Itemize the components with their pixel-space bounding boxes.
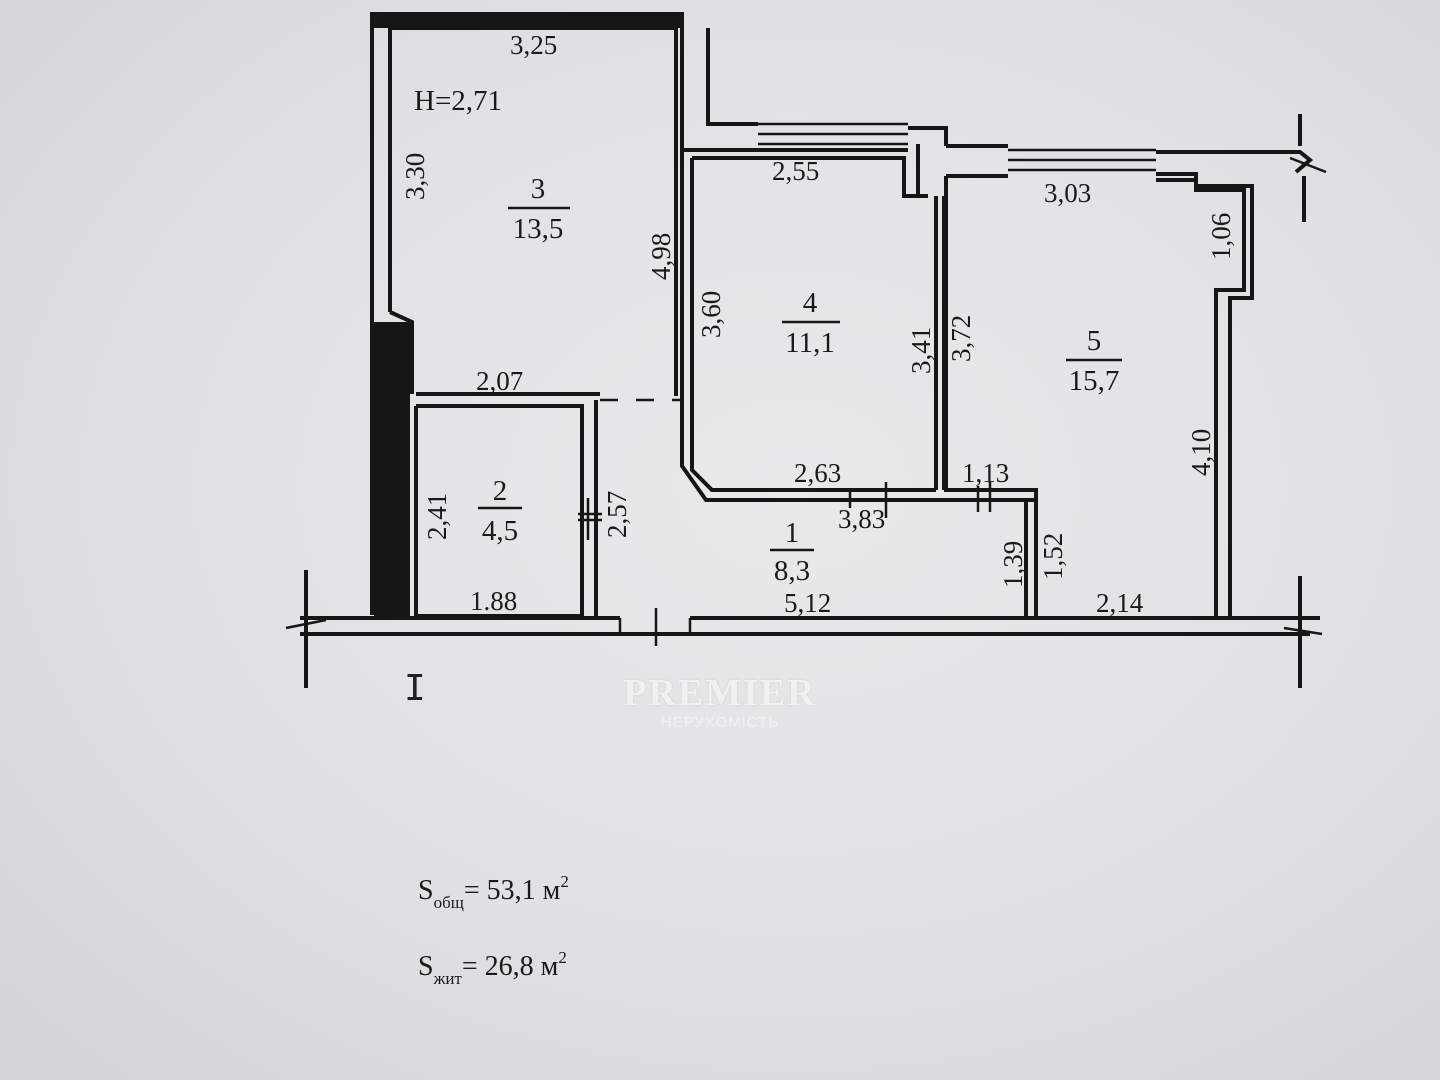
living-area-value: = 26,8 м xyxy=(461,951,559,982)
text-cursor-icon: I xyxy=(404,668,426,709)
dim-r4-top: 2,55 xyxy=(772,156,819,186)
total-area-sub: общ xyxy=(433,893,464,912)
dim-r5-notch: 1,06 xyxy=(1206,213,1236,260)
watermark-brand: PREMIER xyxy=(623,672,817,714)
total-area-label: S xyxy=(418,875,434,906)
dim-r1-top: 3,83 xyxy=(838,504,885,534)
room-3-area: 13,5 xyxy=(513,213,564,245)
dim-r2-right: 2,57 xyxy=(602,491,632,538)
dim-r1-small-top: 1,13 xyxy=(962,458,1009,488)
total-area-sup: 2 xyxy=(560,872,569,891)
watermark: PREMIER НЕРУХОМІСТЬ xyxy=(612,672,828,731)
room-2-number: 2 xyxy=(493,475,508,507)
walls xyxy=(285,12,1327,688)
dim-r3-top: 3,25 xyxy=(510,30,557,60)
living-area-sub: жит xyxy=(433,969,462,988)
room-5-area: 15,7 xyxy=(1069,365,1120,397)
room-5-number: 5 xyxy=(1087,325,1102,357)
room-1-number: 1 xyxy=(785,517,800,549)
dim-r5-left: 3,72 xyxy=(946,315,976,362)
dim-r5-top: 3,03 xyxy=(1044,178,1091,208)
dim-r4-left: 3,60 xyxy=(696,291,726,338)
dim-r5-bottom: 2,14 xyxy=(1096,588,1144,618)
dim-r2-top: 2,07 xyxy=(476,366,523,396)
dim-r2-bottom: 1.88 xyxy=(470,586,517,616)
watermark-sub: НЕРУХОМІСТЬ xyxy=(660,714,780,731)
dim-r4-right: 3,41 xyxy=(906,327,936,374)
living-area-label: S xyxy=(418,951,434,982)
total-area-value: = 53,1 м xyxy=(463,875,561,906)
dim-r3-left: 3,30 xyxy=(400,153,430,200)
dim-r1-small-left: 1,39 xyxy=(998,541,1028,588)
total-area: Sобщ= 53,1 м2 xyxy=(418,872,569,913)
ceiling-height: H=2,71 xyxy=(414,85,502,117)
living-area: Sжит= 26,8 м2 xyxy=(418,948,567,989)
room-3-number: 3 xyxy=(531,173,546,205)
dim-r3-right: 4,98 xyxy=(646,233,676,280)
room-labels: H=2,71 3 13,5 4 11,1 5 15,7 2 4,5 1 8,3 xyxy=(414,85,1119,587)
dimension-labels: 3,25 3,30 4,98 2,55 3,60 3,41 2,63 3,03 … xyxy=(400,30,1236,618)
living-area-sup: 2 xyxy=(558,948,567,967)
dim-r4-bottom: 2,63 xyxy=(794,458,841,488)
dim-r1-bottom: 5,12 xyxy=(784,588,831,618)
dim-r2-left: 2,41 xyxy=(422,493,452,540)
room-4-area: 11,1 xyxy=(785,327,835,359)
dim-r5-right: 4,10 xyxy=(1186,429,1216,476)
dim-r1-small-right: 1,52 xyxy=(1038,533,1068,580)
fraction-bars xyxy=(478,206,1122,552)
room-4-number: 4 xyxy=(803,287,818,319)
room-2-area: 4,5 xyxy=(482,515,518,547)
room-1-area: 8,3 xyxy=(774,555,810,587)
